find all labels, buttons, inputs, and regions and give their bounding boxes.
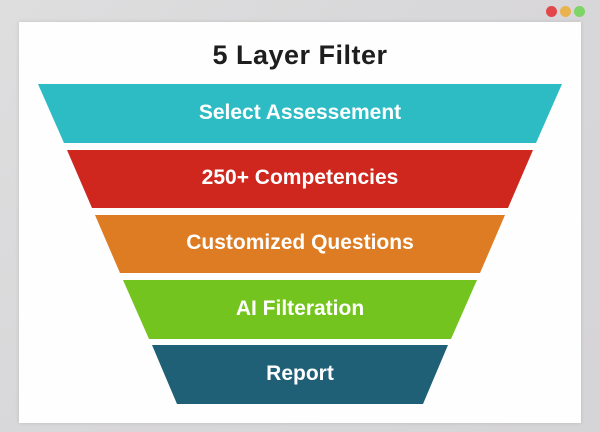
funnel-layer-label: Customized Questions: [186, 231, 414, 254]
minimize-button-icon[interactable]: [560, 6, 571, 17]
close-button-icon[interactable]: [546, 6, 557, 17]
funnel-layer-competencies: 250+ Competencies: [67, 150, 533, 208]
funnel-layer-label: Select Assessement: [198, 100, 402, 124]
funnel-layer-customized-questions: Customized Questions: [95, 215, 505, 273]
diagram-title: 5 Layer Filter: [212, 40, 388, 70]
funnel-layer-label: 250+ Competencies: [201, 166, 399, 189]
maximize-button-icon[interactable]: [574, 6, 585, 17]
funnel-layer-label: AI Filteration: [235, 296, 365, 320]
window-controls: [546, 6, 585, 17]
funnel-layer-ai-filteration: AI Filteration: [123, 280, 477, 339]
funnel-layer-label: Report: [266, 361, 334, 385]
funnel-layer-report: Report: [152, 345, 448, 404]
funnel-layer-select-assessment: Select Assessement: [38, 84, 562, 143]
diagram-card: 5 Layer Filter Select Assessement 250+ C…: [19, 22, 581, 423]
